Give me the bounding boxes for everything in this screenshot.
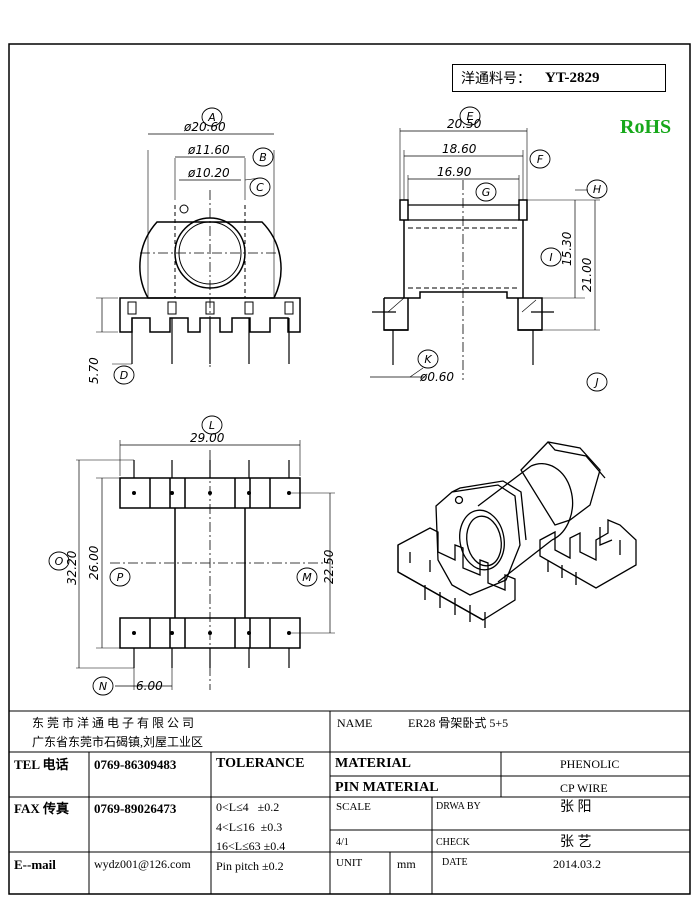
callout-F xyxy=(529,149,551,169)
callout-letter-C: C xyxy=(256,181,264,194)
callout-letter-E: E xyxy=(467,110,474,123)
pin-material-label: PIN MATERIAL xyxy=(335,780,439,795)
dim-N: 6.00 xyxy=(136,679,163,693)
callout-E xyxy=(459,106,481,126)
side-flange-top-right xyxy=(518,199,528,221)
tolerance-label: TOLERANCE xyxy=(216,756,305,771)
dim-M: 22.50 xyxy=(322,549,336,584)
sheet-border xyxy=(8,43,691,895)
front-view xyxy=(96,133,301,370)
email-value: wydz001@126.com xyxy=(94,857,191,871)
dim-F: 18.60 xyxy=(442,142,477,156)
callout-letter-O: O xyxy=(55,555,64,568)
email-label: E--mail xyxy=(14,857,56,872)
callout-O xyxy=(48,551,70,571)
callout-P xyxy=(109,567,131,587)
callout-N xyxy=(92,676,114,696)
iso-front-flange xyxy=(435,484,521,596)
callout-letter-J: J xyxy=(593,376,598,389)
tel-value: 0769-86309483 xyxy=(94,757,177,772)
callouts xyxy=(48,106,608,696)
callout-letter-I: I xyxy=(549,251,552,264)
dim-C: ø10.20 xyxy=(187,166,230,180)
company-address: 广东省东莞市石碣镇,刘屋工业区 xyxy=(32,735,204,749)
callout-H xyxy=(586,179,608,199)
dim-P: 26.00 xyxy=(87,545,101,580)
part-number-value: YT-2829 xyxy=(545,69,600,86)
callout-J xyxy=(586,372,608,392)
dim-K: ø0.60 xyxy=(419,370,454,384)
callout-letter-N: N xyxy=(99,680,107,693)
dim-E: 20.50 xyxy=(447,117,482,131)
scale-value: 4/1 xyxy=(336,837,349,848)
drawby-value: 张 阳 xyxy=(560,800,592,815)
callout-A xyxy=(201,107,223,127)
callout-letter-G: G xyxy=(482,186,491,199)
callout-letter-L: L xyxy=(209,419,215,432)
callout-letter-P: P xyxy=(117,571,124,584)
company-name: 东 莞 市 洋 通 电 子 有 限 公 司 xyxy=(32,716,195,730)
pin-material-value: CP WIRE xyxy=(560,781,608,795)
callout-letter-D: D xyxy=(120,369,128,382)
callout-letter-M: M xyxy=(302,571,312,584)
callout-M xyxy=(296,567,318,587)
unit-label: UNIT xyxy=(336,857,363,869)
date-label: DATE xyxy=(442,857,468,868)
part-number-label: 洋通料号： xyxy=(461,71,531,87)
side-view xyxy=(370,128,600,380)
check-label: CHECK xyxy=(436,837,470,848)
callout-letter-K: K xyxy=(424,353,432,366)
callout-letter-F: F xyxy=(537,153,544,166)
side-flange-top-left xyxy=(399,199,409,221)
name-value: ER28 骨架卧式 5+5 xyxy=(408,716,509,730)
dim-J: 21.00 xyxy=(580,257,594,292)
rohs-mark: RoHS xyxy=(620,116,672,138)
callout-letter-A: A xyxy=(207,111,216,124)
fax-value: 0769-89026473 xyxy=(94,801,177,816)
unit-value: mm xyxy=(397,857,416,871)
material-label: MATERIAL xyxy=(335,756,411,771)
dimension-values: ø20.60 ø11.60 ø10.20 5.70 20.50 18.60 16… xyxy=(65,117,594,693)
dim-D: 5.70 xyxy=(87,357,101,384)
callout-L xyxy=(201,415,223,435)
dim-L: 29.00 xyxy=(190,431,225,445)
material-value: PHENOLIC xyxy=(560,757,620,771)
date-value: 2014.03.2 xyxy=(553,857,601,871)
tolerance-line-2: 4<L≤16 ±0.3 xyxy=(216,820,283,834)
title-block-grid xyxy=(9,710,690,894)
dim-A: ø20.60 xyxy=(183,120,226,134)
dim-B: ø11.60 xyxy=(187,143,230,157)
dim-G: 16.90 xyxy=(437,165,472,179)
tolerance-line-1: 0<L≤4 ±0.2 xyxy=(216,800,280,814)
callout-K xyxy=(417,349,439,369)
tolerance-line-3: 16<L≤63 ±0.4 xyxy=(216,839,286,853)
isometric-view xyxy=(397,441,637,628)
name-label: NAME xyxy=(337,716,373,730)
front-flange xyxy=(139,221,282,299)
dim-I: 15.30 xyxy=(560,231,574,266)
part-number-box: 洋通料号： YT-2829 xyxy=(452,64,666,92)
fax-label: FAX 传真 xyxy=(14,801,70,816)
check-value: 张 艺 xyxy=(560,835,592,850)
front-base xyxy=(119,297,301,333)
scale-label: SCALE xyxy=(336,801,371,813)
drawby-label: DRWA BY xyxy=(436,801,481,812)
tel-label: TEL 电话 xyxy=(14,757,69,772)
front-notch xyxy=(179,204,189,214)
callout-letter-B: B xyxy=(259,151,267,164)
callout-B xyxy=(252,147,274,167)
dim-O: 32.20 xyxy=(65,550,79,585)
callout-D xyxy=(113,365,135,385)
bottom-view xyxy=(76,440,335,690)
callout-I xyxy=(540,247,562,267)
callout-letters: A B C D E F G H I J K L M N O P xyxy=(55,110,601,693)
callout-letter-H: H xyxy=(593,183,601,196)
pin-pitch: Pin pitch ±0.2 xyxy=(216,859,284,873)
callout-G xyxy=(475,182,497,202)
